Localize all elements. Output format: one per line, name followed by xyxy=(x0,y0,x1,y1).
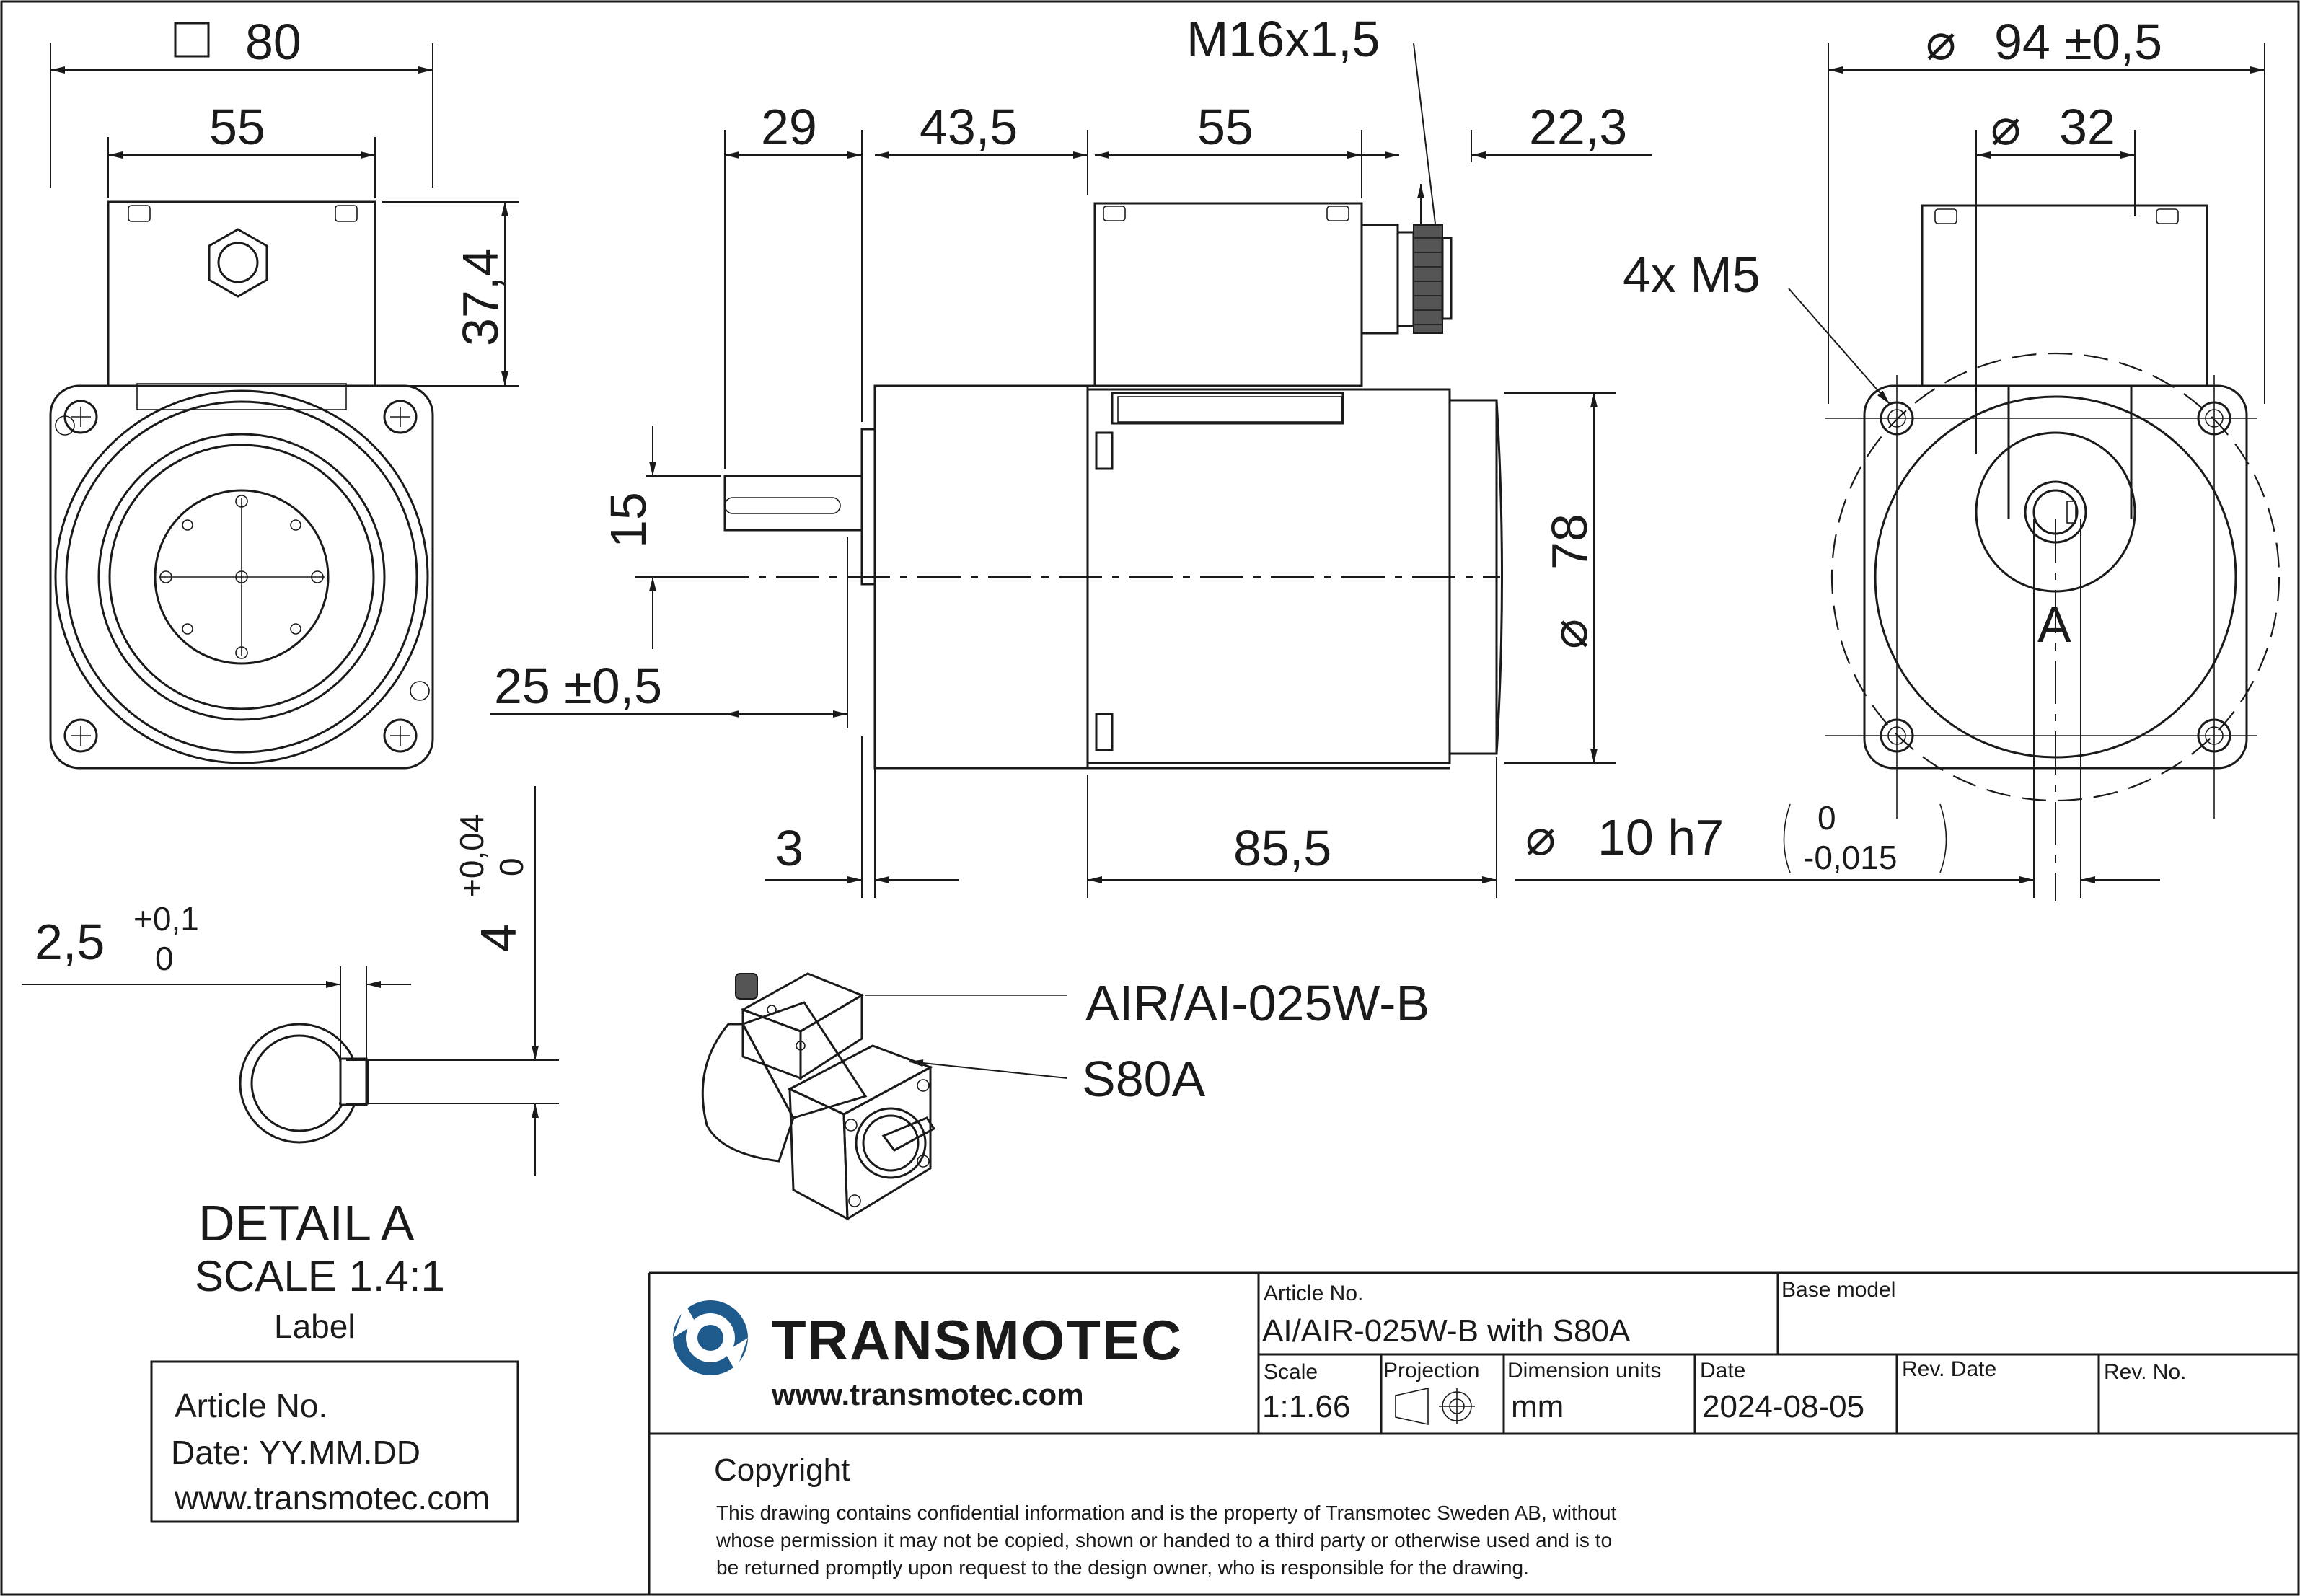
article-no-value: AI/AIR-025W-B with S80A xyxy=(1262,1313,1631,1349)
dim-25: 25 ±0,5 xyxy=(494,658,662,714)
dim-shaft-dia: 10 h7 xyxy=(1598,809,1724,865)
projection-symbol xyxy=(1395,1388,1475,1425)
dim-15: 15 xyxy=(600,492,656,548)
dim-keyway-d-lower: 0 xyxy=(493,857,530,876)
dim-94: 94 ±0,5 xyxy=(1994,14,2162,70)
transmotec-logo: TRANSMOTEC xyxy=(673,1300,1183,1375)
date-label: Date xyxy=(1700,1359,1745,1383)
callout-motor: AIR/AI-025W-B xyxy=(1085,975,1429,1031)
article-no-label: Article No. xyxy=(1264,1282,1363,1305)
dim-78: 78 xyxy=(1541,513,1598,570)
copyright-heading: Copyright xyxy=(714,1452,850,1488)
copyright-line-1: This drawing contains confidential infor… xyxy=(716,1502,1616,1524)
scale-label: Scale xyxy=(1264,1360,1318,1384)
dim-shaft-tol-upper: 0 xyxy=(1817,799,1836,837)
copyright-line-2: whose permission it may not be copied, s… xyxy=(715,1529,1612,1551)
detail-scale: SCALE 1.4:1 xyxy=(195,1252,445,1300)
dim-thread: M16x1,5 xyxy=(1186,11,1380,67)
dim-32-dia-symbol: ⌀ xyxy=(1991,99,2021,155)
dim-front-width: 55 xyxy=(209,99,265,155)
scale-value: 1:1.66 xyxy=(1262,1389,1350,1424)
dim-shaft-dia-symbol: ⌀ xyxy=(1525,809,1556,865)
dim-front-height: 37,4 xyxy=(452,248,508,346)
dim-holes: 4x M5 xyxy=(1623,247,1761,303)
dim-43-5: 43,5 xyxy=(920,99,1018,155)
side-view xyxy=(635,202,1503,770)
detail-mark-a: A xyxy=(2037,596,2071,653)
title-block: TRANSMOTEC www.transmotec.com Article No… xyxy=(648,1271,2299,1595)
dim-keyway-w: 2,5 xyxy=(35,914,105,970)
dim-front-square: 80 xyxy=(245,14,301,70)
dim-keyway-w-lower: 0 xyxy=(155,940,174,977)
brand-website: www.transmotec.com xyxy=(771,1377,1084,1411)
brand-name: TRANSMOTEC xyxy=(772,1308,1183,1372)
units-label: Dimension units xyxy=(1507,1359,1661,1383)
date-value: 2024-08-05 xyxy=(1702,1389,1864,1424)
units-value: mm xyxy=(1511,1389,1564,1424)
dim-keyway-d-upper: +0,04 xyxy=(453,814,490,898)
end-view: A xyxy=(1825,204,2281,901)
front-view xyxy=(49,200,434,770)
label-box: Article No. Date: YY.MM.DD www.transmote… xyxy=(150,1360,519,1523)
dim-29: 29 xyxy=(761,99,817,155)
label-line-3: www.transmotec.com xyxy=(174,1479,490,1517)
projection-label: Projection xyxy=(1383,1359,1479,1383)
detail-a-view: 2,5 +0,1 0 4 +0,04 0 DETAIL A SCALE 1.4:… xyxy=(22,786,559,1345)
dim-keyway-w-upper: +0,1 xyxy=(133,900,199,938)
dim-55-side: 55 xyxy=(1197,99,1253,155)
end-dimensions: ⌀ 94 ±0,5 ⌀ 32 4x M5 ⌀ 10 h7 0 -0,015 xyxy=(1515,14,2265,898)
dim-32: 32 xyxy=(2059,99,2115,155)
label-line-1: Article No. xyxy=(175,1387,327,1424)
label-line-2: Date: YY.MM.DD xyxy=(171,1434,420,1471)
rev-no-label: Rev. No. xyxy=(2104,1360,2186,1384)
front-dimensions: 80 55 37,4 xyxy=(50,14,519,387)
copyright-line-3: be returned promptly upon request to the… xyxy=(716,1556,1529,1579)
dim-shaft-tol-lower: -0,015 xyxy=(1803,839,1897,876)
callout-gearbox: S80A xyxy=(1082,1051,1206,1107)
dim-keyway-d: 4 xyxy=(470,924,526,952)
label-heading: Label xyxy=(274,1308,356,1345)
detail-title: DETAIL A xyxy=(198,1195,415,1251)
dim-78-dia-symbol: ⌀ xyxy=(1541,619,1598,649)
dim-94-dia-symbol: ⌀ xyxy=(1926,14,1956,70)
base-model-label: Base model xyxy=(1781,1278,1895,1302)
isometric-view xyxy=(701,972,1068,1221)
side-dimensions: 29 43,5 55 22,3 M16x1,5 15 25 ±0,5 3 85,… xyxy=(490,11,1652,898)
dim-3: 3 xyxy=(775,820,803,876)
dim-85-5: 85,5 xyxy=(1233,820,1331,876)
rev-date-label: Rev. Date xyxy=(1902,1357,1996,1381)
dim-22-3: 22,3 xyxy=(1529,99,1627,155)
